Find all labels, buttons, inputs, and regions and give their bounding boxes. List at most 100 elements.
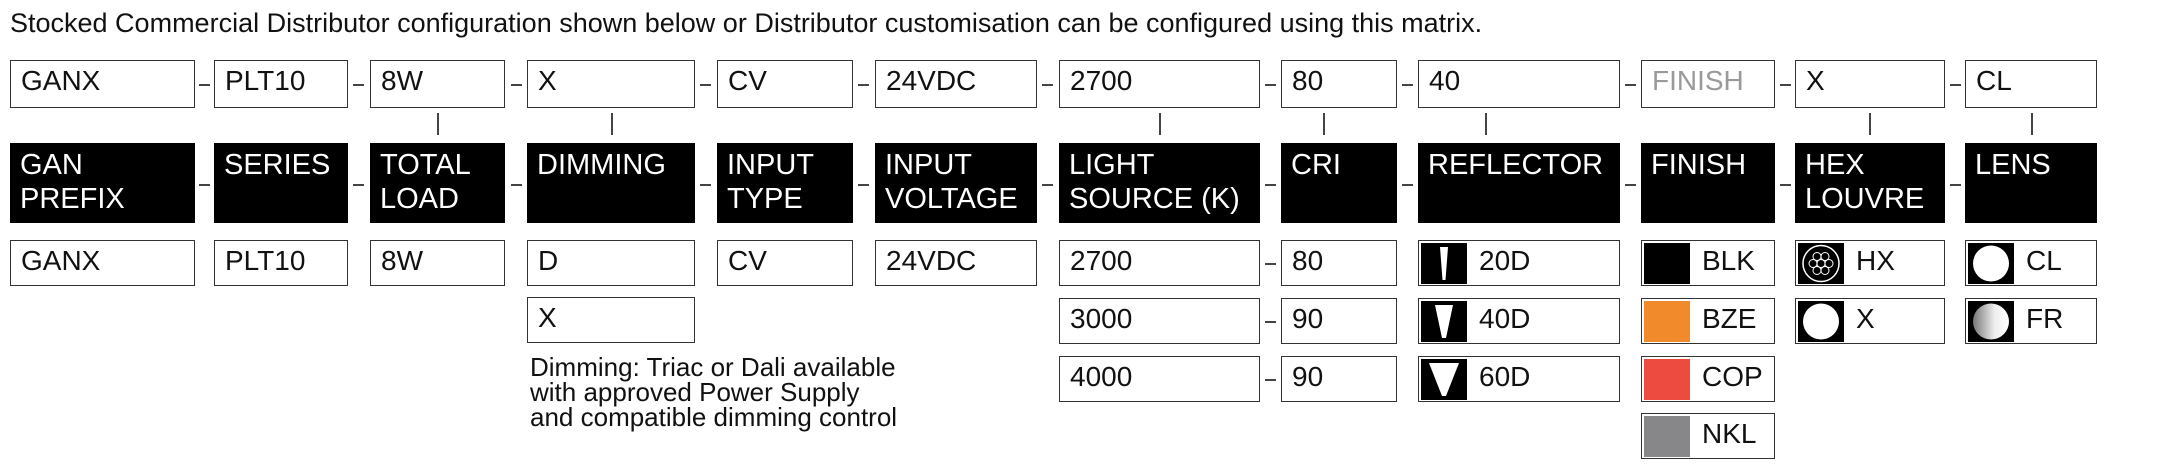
header-series: SERIES (214, 143, 348, 223)
lens-code: CL (2026, 245, 2062, 276)
option-hex-louvre-hx: HX (1795, 240, 1945, 286)
header-light-source: LIGHT SOURCE (K) (1059, 143, 1260, 223)
header-line: REFLECTOR (1428, 149, 1604, 181)
finish-code: COP (1702, 361, 1763, 392)
header-line: TOTAL (380, 149, 471, 181)
option-light-source: 3000 (1059, 298, 1260, 344)
connector-line (1485, 113, 1487, 135)
black-swatch (1643, 242, 1690, 284)
bronze-swatch (1643, 300, 1690, 342)
beam-40-icon (1420, 300, 1467, 342)
separator-dash (1625, 184, 1636, 186)
hex-louvre-icon (1797, 242, 1844, 284)
header-line: TYPE (727, 183, 803, 215)
header-line: SOURCE (K) (1069, 183, 1240, 215)
config-cri: 80 (1281, 60, 1397, 108)
config-light-source: 2700 (1059, 60, 1260, 108)
louvre-code: HX (1856, 245, 1895, 276)
config-hex-louvre: X (1795, 60, 1945, 108)
option-finish-bze: BZE (1641, 298, 1775, 344)
connector-line (2031, 113, 2033, 135)
header-gan-prefix: GAN PREFIX (10, 143, 195, 223)
config-input-voltage: 24VDC (875, 60, 1037, 108)
separator-dash (1265, 321, 1276, 323)
louvre-code: X (1856, 303, 1875, 334)
finish-code: BZE (1702, 303, 1757, 334)
header-hex-louvre: HEX LOUVRE (1795, 143, 1945, 223)
connector-line (611, 113, 613, 135)
beam-60-icon (1420, 358, 1467, 400)
connector-line (1159, 113, 1161, 135)
separator-dash (1265, 379, 1276, 381)
option-dimming: D (527, 240, 695, 286)
option-hex-louvre-x: X (1795, 298, 1945, 344)
separator-dash (1402, 184, 1413, 186)
option-cri: 80 (1281, 240, 1397, 286)
connector-line (1869, 113, 1871, 135)
no-louvre-icon (1797, 300, 1844, 342)
separator-dash (199, 184, 210, 186)
config-series: PLT10 (214, 60, 348, 108)
beam-20-icon (1420, 242, 1467, 284)
header-line: CRI (1291, 149, 1341, 181)
header-line: SERIES (224, 149, 331, 181)
dimming-note: Dimming: Triac or Dali available with ap… (530, 352, 898, 432)
reflector-code: 60D (1479, 361, 1531, 392)
separator-dash (1625, 84, 1636, 86)
header-line: LIGHT (1069, 149, 1155, 181)
option-total-load: 8W (370, 240, 505, 286)
separator-dash (511, 84, 522, 86)
frosted-lens-icon (1967, 300, 2014, 342)
option-gan-prefix: GANX (10, 240, 195, 286)
config-finish: FINISH (1641, 60, 1775, 108)
config-reflector: 40 (1418, 60, 1620, 108)
header-line: LOAD (380, 183, 459, 215)
option-finish-cop: COP (1641, 356, 1775, 402)
header-line: FINISH (1651, 149, 1747, 181)
separator-dash (1780, 84, 1791, 86)
separator-dash (1042, 184, 1053, 186)
reflector-code: 40D (1479, 303, 1531, 334)
separator-dash (1780, 184, 1791, 186)
nickel-swatch (1643, 415, 1690, 457)
option-input-type: CV (717, 240, 853, 286)
header-dimming: DIMMING (527, 143, 695, 223)
option-reflector-60d: 60D (1418, 356, 1620, 402)
header-cri: CRI (1281, 143, 1397, 223)
option-input-voltage: 24VDC (875, 240, 1037, 286)
separator-dash (1042, 84, 1053, 86)
separator-dash (858, 184, 869, 186)
separator-dash (700, 184, 711, 186)
option-cri: 90 (1281, 356, 1397, 402)
config-lens: CL (1965, 60, 2097, 108)
separator-dash (1950, 184, 1961, 186)
separator-dash (1265, 263, 1276, 265)
connector-line (437, 113, 439, 135)
config-total-load: 8W (370, 60, 505, 108)
finish-code: BLK (1702, 245, 1755, 276)
header-total-load: TOTAL LOAD (370, 143, 505, 223)
config-dimming: X (527, 60, 695, 108)
separator-dash (199, 84, 210, 86)
header-line: DIMMING (537, 149, 666, 181)
finish-code: NKL (1702, 418, 1757, 449)
header-line: HEX (1805, 149, 1865, 181)
header-input-voltage: INPUT VOLTAGE (875, 143, 1037, 223)
option-cri: 90 (1281, 298, 1397, 344)
separator-dash (1265, 84, 1276, 86)
header-input-type: INPUT TYPE (717, 143, 853, 223)
separator-dash (1402, 84, 1413, 86)
option-finish-blk: BLK (1641, 240, 1775, 286)
header-line: PREFIX (20, 183, 125, 215)
option-light-source: 2700 (1059, 240, 1260, 286)
option-lens-fr: FR (1965, 298, 2097, 344)
config-input-type: CV (717, 60, 853, 108)
separator-dash (353, 84, 364, 86)
separator-dash (1265, 184, 1276, 186)
separator-dash (700, 84, 711, 86)
copper-swatch (1643, 358, 1690, 400)
option-reflector-20d: 20D (1418, 240, 1620, 286)
separator-dash (511, 184, 522, 186)
option-lens-cl: CL (1965, 240, 2097, 286)
clear-lens-icon (1967, 242, 2014, 284)
